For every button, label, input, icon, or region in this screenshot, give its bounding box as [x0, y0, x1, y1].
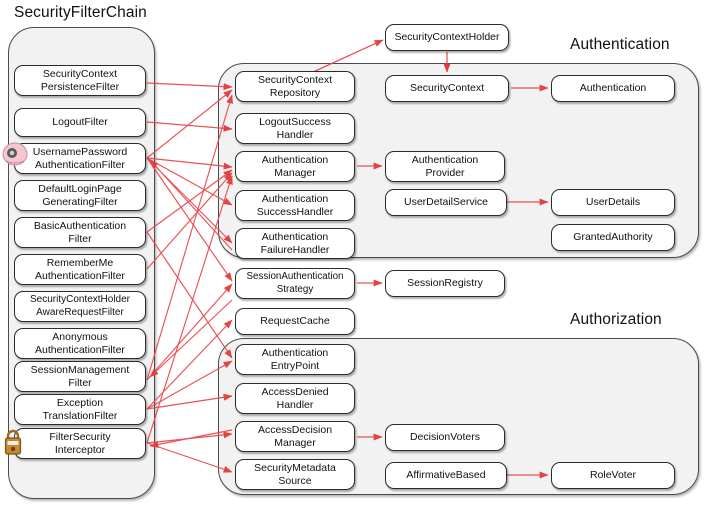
- node-access-decision-manager[interactable]: AccessDecision Manager: [235, 421, 355, 452]
- filter-node-session-management-filter[interactable]: SessionManagement Filter: [14, 361, 146, 392]
- node-affirmative-based[interactable]: AffirmativeBased: [385, 462, 507, 489]
- node-logout-success-handler[interactable]: LogoutSuccess Handler: [235, 113, 355, 144]
- node-decision-voters[interactable]: DecisionVoters: [385, 424, 505, 451]
- node-authentication-failure-handler[interactable]: Authentication FailureHandler: [235, 228, 355, 259]
- node-authentication-provider[interactable]: Authentication Provider: [385, 151, 505, 182]
- node-granted-authority[interactable]: GrantedAuthority: [551, 224, 675, 251]
- node-user-details[interactable]: UserDetails: [551, 189, 675, 216]
- filter-node-anonymous-authentication-filter[interactable]: Anonymous AuthenticationFilter: [14, 328, 146, 359]
- security-filter-chain-caption: SecurityFilterChain: [14, 4, 147, 21]
- node-authentication-manager[interactable]: Authentication Manager: [235, 151, 355, 182]
- filter-node-remember-me-authentication-filter[interactable]: RememberMe AuthenticationFilter: [14, 254, 146, 285]
- node-request-cache[interactable]: RequestCache: [235, 308, 355, 335]
- user-badge-icon: [2, 141, 28, 167]
- node-session-authentication-strategy[interactable]: SessionAuthentication Strategy: [235, 268, 355, 299]
- node-authentication-entry-point[interactable]: Authentication EntryPoint: [235, 344, 355, 375]
- authorization-caption: Authorization: [570, 311, 662, 328]
- node-role-voter[interactable]: RoleVoter: [551, 462, 675, 489]
- filter-node-filter-security-interceptor[interactable]: FilterSecurity Interceptor: [14, 428, 146, 459]
- node-security-metadata-source[interactable]: SecurityMetadata Source: [235, 459, 355, 490]
- authentication-caption: Authentication: [570, 36, 670, 53]
- node-authentication[interactable]: Authentication: [551, 75, 675, 102]
- filter-node-default-login-page-generating-filter[interactable]: DefaultLoginPage GeneratingFilter: [14, 180, 146, 211]
- filter-node-basic-authentication-filter[interactable]: BasicAuthentication Filter: [14, 217, 146, 248]
- lock-icon: [3, 427, 23, 457]
- node-security-context-holder[interactable]: SecurityContextHolder: [385, 24, 509, 51]
- node-security-context-repository[interactable]: SecurityContext Repository: [235, 71, 355, 102]
- node-security-context[interactable]: SecurityContext: [385, 75, 509, 102]
- node-authentication-success-handler[interactable]: Authentication SuccessHandler: [235, 190, 355, 221]
- filter-node-security-context-persistence-filter[interactable]: SecurityContext PersistenceFilter: [14, 65, 146, 96]
- filter-node-exception-translation-filter[interactable]: Exception TranslationFilter: [14, 394, 146, 425]
- node-access-denied-handler[interactable]: AccessDenied Handler: [235, 383, 355, 414]
- filter-node-username-password-authentication-filter[interactable]: UsernamePassword AuthenticationFilter: [14, 143, 146, 174]
- node-session-registry[interactable]: SessionRegistry: [385, 270, 505, 297]
- node-user-detail-service[interactable]: UserDetailService: [385, 189, 507, 216]
- filter-node-logout-filter[interactable]: LogoutFilter: [14, 108, 146, 137]
- filter-node-security-context-holder-aware-request-filter[interactable]: SecurityContextHolder AwareRequestFilter: [14, 291, 146, 322]
